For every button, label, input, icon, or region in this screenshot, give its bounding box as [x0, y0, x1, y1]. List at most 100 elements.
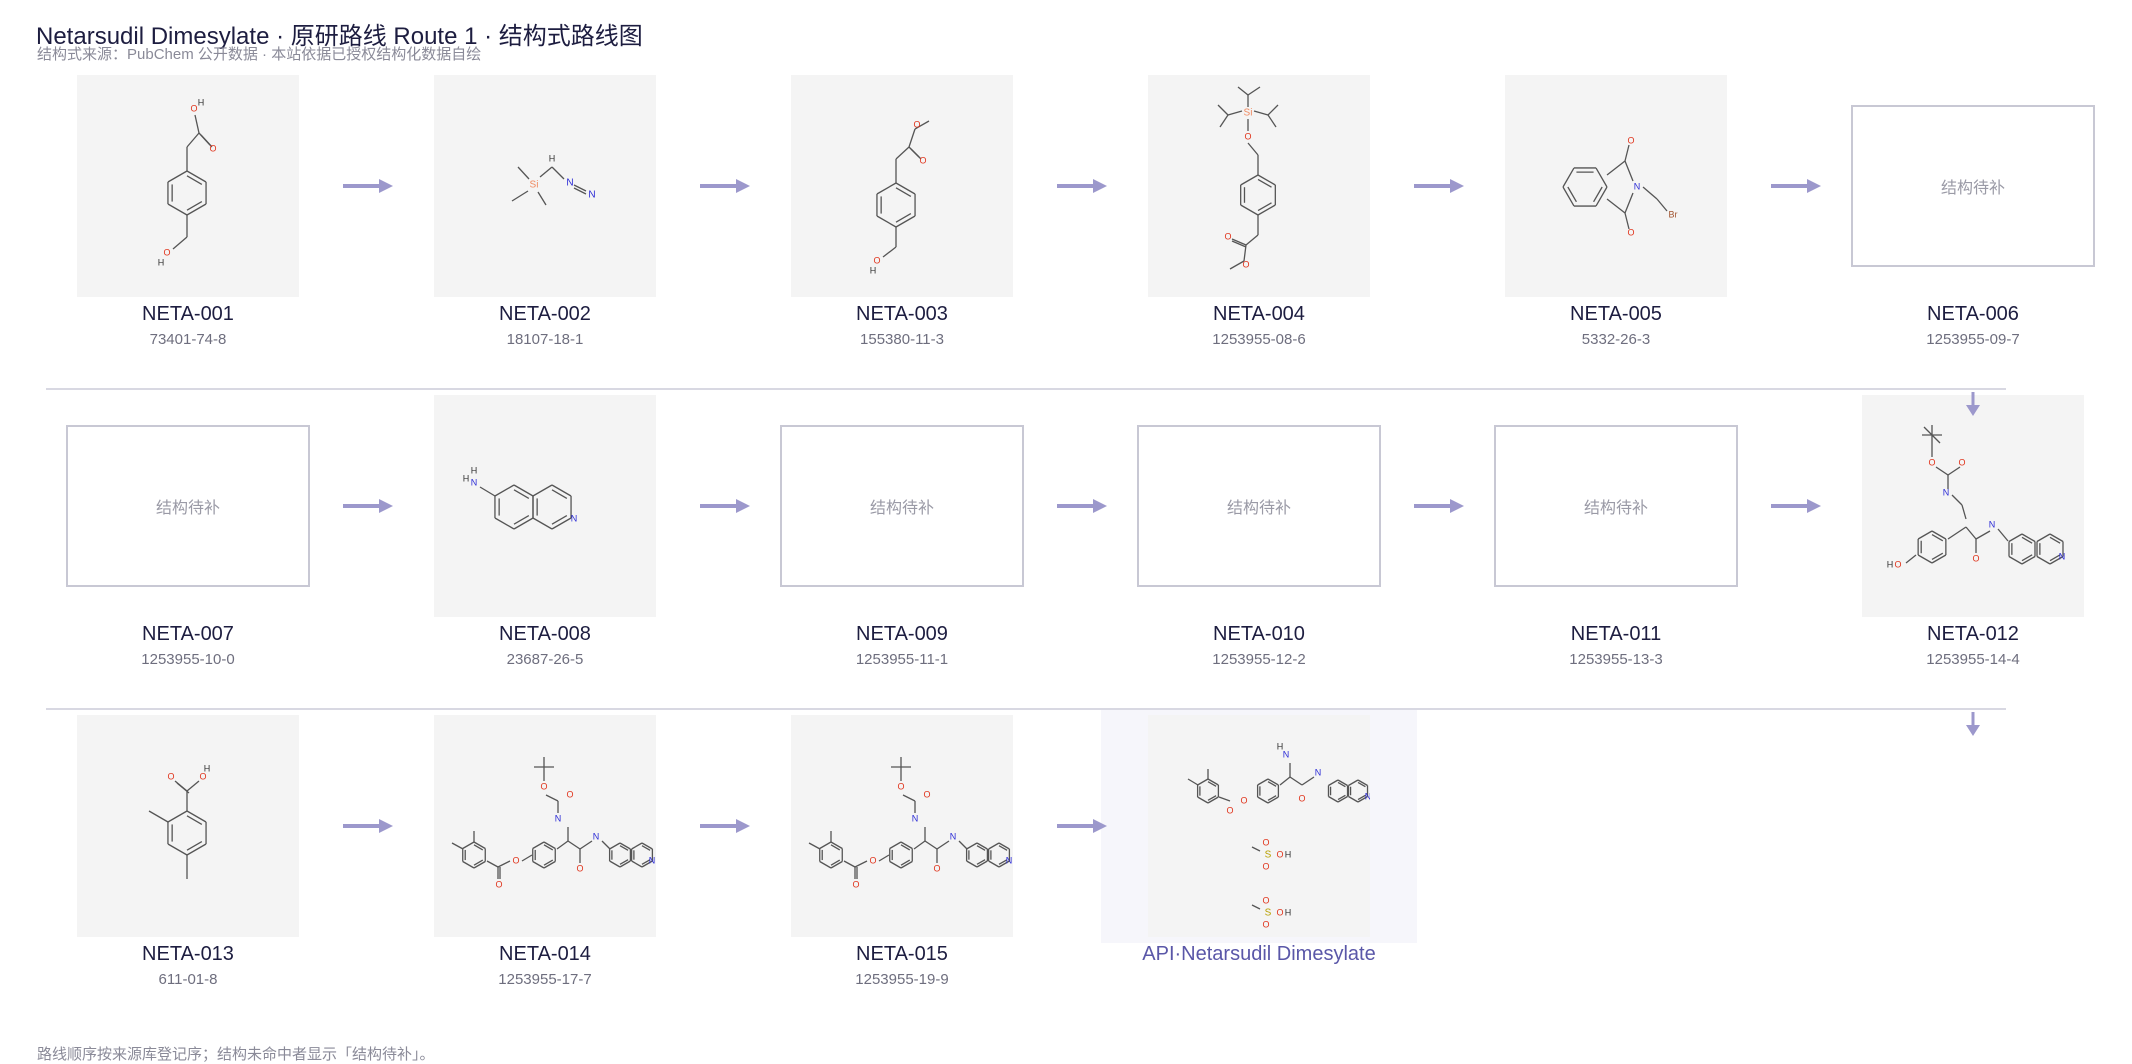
cas-number: 23687-26-5 — [415, 651, 675, 668]
svg-text:O: O — [540, 781, 547, 791]
cas-number: 1253955-13-3 — [1486, 651, 1746, 668]
cas-number: 1253955-08-6 — [1129, 331, 1389, 348]
svg-text:H: H — [870, 265, 877, 275]
svg-text:N: N — [1943, 487, 1950, 497]
svg-text:H: H — [1285, 849, 1292, 859]
right-arrow-icon — [1771, 175, 1821, 197]
right-arrow-icon — [1057, 815, 1107, 837]
svg-text:H: H — [549, 153, 556, 163]
structure-placeholder: 结构待补 — [66, 425, 310, 587]
svg-text:N: N — [950, 831, 957, 841]
svg-text:H: H — [158, 257, 165, 267]
right-arrow-icon — [700, 175, 750, 197]
compound-id: NETA-004 — [1129, 303, 1389, 326]
compound-id: NETA-014 — [415, 943, 675, 966]
compound-id: NETA-013 — [58, 943, 318, 966]
right-arrow-icon — [1771, 495, 1821, 517]
molecule-structure-drawing: OOHOH — [77, 75, 299, 297]
svg-text:O: O — [897, 781, 904, 791]
right-arrow-icon — [1414, 495, 1464, 517]
cas-number: 1253955-12-2 — [1129, 651, 1389, 668]
structure-placeholder: 结构待补 — [780, 425, 1024, 587]
svg-text:O: O — [1298, 793, 1305, 803]
row-divider — [46, 388, 2006, 390]
right-arrow-icon — [1057, 495, 1107, 517]
svg-text:N: N — [571, 513, 578, 523]
svg-text:N: N — [2059, 551, 2066, 561]
molecule-structure-drawing: NHHN — [434, 395, 656, 617]
svg-text:N: N — [649, 855, 656, 865]
svg-text:O: O — [167, 771, 174, 781]
structure-image: Si H N N — [434, 75, 656, 297]
compound-id: NETA-007 — [58, 623, 318, 646]
compound-id: NETA-010 — [1129, 623, 1389, 646]
right-arrow-icon — [700, 495, 750, 517]
svg-text:S: S — [1265, 850, 1272, 861]
svg-text:O: O — [566, 789, 573, 799]
compound-id: NETA-001 — [58, 303, 318, 326]
molecule-structure-drawing: OONOOONN — [791, 715, 1013, 937]
svg-text:O: O — [209, 143, 216, 153]
structure-image: O SiO O — [1148, 75, 1370, 297]
structure-placeholder: 结构待补 — [1494, 425, 1738, 587]
right-arrow-icon — [343, 495, 393, 517]
structure-image: OONOOONN — [791, 715, 1013, 937]
cas-number: 1253955-11-1 — [772, 651, 1032, 668]
svg-text:O: O — [1240, 795, 1247, 805]
svg-text:N: N — [588, 190, 595, 201]
svg-text:O: O — [923, 789, 930, 799]
compound-id: NETA-006 — [1843, 303, 2103, 326]
svg-text:O: O — [1242, 259, 1249, 269]
structure-image: OONBr — [1505, 75, 1727, 297]
structure-image: OONOOONN — [434, 715, 656, 937]
cas-number: 1253955-10-0 — [58, 651, 318, 668]
svg-text:N: N — [566, 178, 573, 189]
right-arrow-icon — [700, 815, 750, 837]
svg-text:O: O — [933, 863, 940, 873]
cas-number: 5332-26-3 — [1486, 331, 1746, 348]
svg-text:H: H — [1277, 741, 1284, 751]
svg-text:Si: Si — [1244, 108, 1253, 119]
cas-number: 18107-18-1 — [415, 331, 675, 348]
svg-text:H: H — [204, 763, 211, 773]
structure-image: OOH — [77, 715, 299, 937]
svg-text:O: O — [1928, 457, 1935, 467]
svg-text:O: O — [1627, 135, 1634, 145]
svg-text:Si: Si — [530, 180, 539, 191]
svg-text:O: O — [1262, 837, 1269, 847]
svg-text:N: N — [1634, 181, 1641, 191]
compound-id: NETA-005 — [1486, 303, 1746, 326]
right-arrow-icon — [343, 175, 393, 197]
molecule-structure-drawing: O SiO O — [1148, 75, 1370, 297]
cas-number: 1253955-17-7 — [415, 971, 675, 988]
right-arrow-icon — [1414, 175, 1464, 197]
svg-text:H: H — [463, 473, 470, 483]
compound-id: NETA-011 — [1486, 623, 1746, 646]
compound-id: NETA-002 — [415, 303, 675, 326]
svg-text:O: O — [1894, 559, 1901, 569]
svg-text:O: O — [852, 879, 859, 889]
structure-image: NHHN — [434, 395, 656, 617]
svg-text:O: O — [1262, 919, 1269, 929]
svg-text:O: O — [1224, 231, 1231, 241]
footnote: 路线顺序按来源库登记序；结构未命中者显示「结构待补」。 — [37, 1043, 435, 1064]
structure-placeholder: 结构待补 — [1851, 105, 2095, 267]
svg-text:O: O — [495, 879, 502, 889]
compound-id: NETA-008 — [415, 623, 675, 646]
svg-text:H: H — [471, 465, 478, 475]
svg-text:O: O — [1262, 861, 1269, 871]
compound-id: NETA-003 — [772, 303, 1032, 326]
svg-text:O: O — [1958, 457, 1965, 467]
api-label: API·Netarsudil Dimesylate — [1079, 943, 1439, 966]
right-arrow-icon — [1057, 175, 1107, 197]
svg-text:O: O — [873, 255, 880, 265]
svg-text:O: O — [1972, 553, 1979, 563]
svg-text:O: O — [1244, 131, 1251, 141]
svg-text:N: N — [471, 477, 478, 487]
molecule-structure-drawing: OOH — [77, 715, 299, 937]
svg-text:O: O — [190, 103, 197, 113]
svg-text:O: O — [1276, 849, 1283, 859]
svg-text:N: N — [1006, 855, 1013, 865]
down-arrow-icon — [1964, 392, 1982, 418]
svg-text:O: O — [512, 855, 519, 865]
